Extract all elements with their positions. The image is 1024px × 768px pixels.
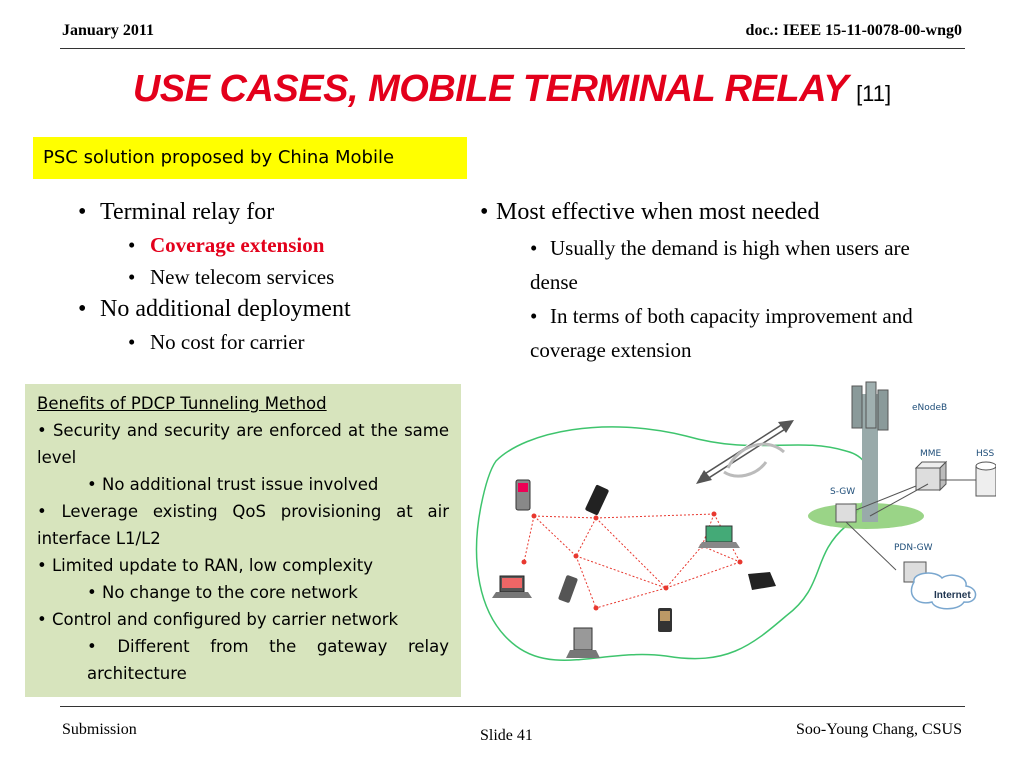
double-arrow-icon	[696, 420, 794, 484]
sub-bullet-no-cost: •No cost for carrier	[128, 330, 305, 354]
header-date: January 2011	[62, 22, 155, 39]
network-diagram: eNodeB MME HSS S-GW PDN-GW Internet	[475, 381, 996, 661]
hss-label: HSS	[976, 449, 994, 459]
pda-icon	[658, 608, 672, 632]
bullet-most-effective: •Most effective when most needed	[480, 199, 820, 225]
laptop-icon-4	[566, 627, 600, 658]
slide-number: Slide 41	[480, 727, 533, 744]
footer-left: Submission	[62, 721, 137, 738]
benefit-text: Security and security are enforced at th…	[37, 421, 450, 467]
benefit-control: • Control and configured by carrier netw…	[37, 610, 399, 629]
laptop-icon-3	[748, 572, 776, 590]
highlight-box: PSC solution proposed by China Mobile	[33, 137, 467, 179]
rotation-arrows-icon	[726, 442, 785, 469]
sub-bullet-text: New telecom services	[150, 265, 335, 289]
bullet-no-deployment: •No additional deployment	[78, 296, 351, 322]
pdngw-label: PDN-GW	[894, 543, 933, 553]
benefit-text: No change to the core network	[101, 583, 358, 602]
sgw-label: S-GW	[830, 487, 855, 497]
benefit-ran-sub: • No change to the core network	[87, 583, 358, 602]
benefit-text: Different from the gateway relay archite…	[87, 637, 449, 683]
sub-bullet-text: Coverage extension	[150, 233, 325, 257]
benefit-ran: • Limited update to RAN, low complexity	[37, 556, 374, 575]
benefit-text: Limited update to RAN, low complexity	[51, 556, 374, 575]
mme-label: MME	[920, 449, 942, 459]
benefit-security-sub: • No additional trust issue involved	[87, 475, 379, 494]
phone-icon-2	[558, 575, 578, 603]
footer-author: Soo-Young Chang, CSUS	[796, 721, 962, 738]
bullet-text: No additional deployment	[100, 296, 351, 322]
laptop-icon-2	[492, 575, 532, 598]
bullet-text: Terminal relay for	[100, 199, 275, 225]
laptop-icon-1	[698, 525, 740, 548]
benefit-text: No additional trust issue involved	[101, 475, 379, 494]
antenna-icons	[521, 511, 743, 611]
sub-bullet-text: In terms of both capacity improvement an…	[530, 304, 913, 362]
right-bullet-list: •Most effective when most needed •Usuall…	[480, 196, 960, 367]
slide-title-ref: [11]	[856, 81, 892, 106]
benefit-text: Leverage existing QoS provisioning at ai…	[37, 502, 449, 548]
core-links	[845, 479, 976, 571]
benefit-security: • Security and security are enforced at …	[37, 421, 450, 467]
sub-bullet-telecom: •New telecom services	[128, 265, 335, 289]
sub-bullet-capacity: •In terms of both capacity improvement a…	[530, 304, 913, 362]
benefits-title: Benefits of PDCP Tunneling Method	[37, 394, 327, 413]
benefits-box: Benefits of PDCP Tunneling Method • Secu…	[25, 384, 461, 697]
slide-title-main: USE CASES, MOBILE TERMINAL RELAY	[132, 68, 849, 110]
sub-bullet-text: No cost for carrier	[150, 330, 305, 354]
mme-box-icon	[914, 460, 948, 492]
sub-bullet-text: Usually the demand is high when users ar…	[530, 236, 910, 294]
relay-links	[523, 513, 741, 609]
bullet-terminal-relay: •Terminal relay for	[78, 199, 275, 225]
usb-modem-icon	[585, 485, 609, 515]
left-bullet-list: •Terminal relay for •Coverage extension …	[78, 196, 351, 358]
benefit-control-sub: • Different from the gateway relay archi…	[87, 637, 449, 683]
phone-icon-1	[515, 479, 531, 511]
header-doc-id: doc.: IEEE 15-11-0078-00-wng0	[745, 22, 962, 39]
enodeb-label: eNodeB	[912, 403, 947, 413]
internet-label: Internet	[934, 590, 971, 601]
hss-database-icon	[975, 461, 996, 497]
sgw-box-icon	[835, 503, 857, 523]
sub-bullet-coverage: •Coverage extension	[128, 233, 325, 257]
header-divider	[60, 48, 965, 49]
sub-bullet-demand: •Usually the demand is high when users a…	[530, 236, 910, 294]
footer-divider	[60, 706, 965, 707]
bullet-text: Most effective when most needed	[496, 199, 820, 225]
internet-cloud-icon	[910, 572, 977, 610]
benefit-qos: • Leverage existing QoS provisioning at …	[37, 502, 449, 548]
enodeb-tower-icon	[851, 381, 889, 522]
coverage-area-outline	[475, 426, 870, 661]
slide-title: USE CASES, MOBILE TERMINAL RELAY [11]	[0, 68, 1024, 111]
benefit-text: Control and configured by carrier networ…	[51, 610, 399, 629]
